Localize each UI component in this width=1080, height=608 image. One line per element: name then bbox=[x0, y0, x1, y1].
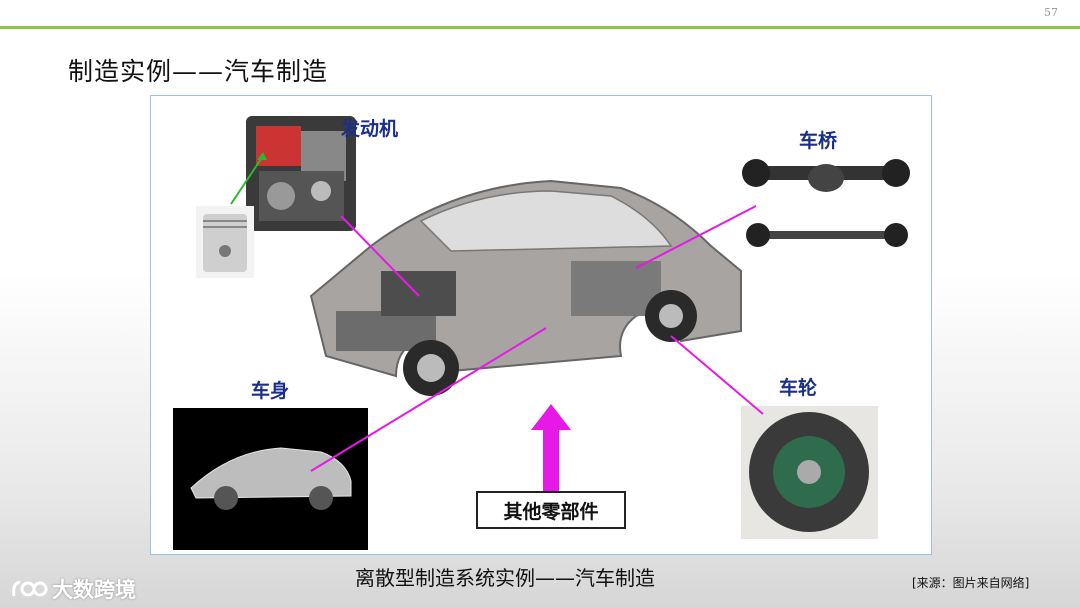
watermark-logo-icon bbox=[10, 578, 48, 600]
watermark-text: 大数跨境 bbox=[52, 574, 136, 604]
car-cutaway-image bbox=[311, 181, 741, 396]
up-arrow bbox=[531, 404, 571, 491]
engine-image bbox=[246, 116, 356, 231]
watermark: 大数跨境 bbox=[10, 574, 136, 604]
slide-top-line bbox=[0, 26, 1080, 29]
body-image bbox=[173, 408, 368, 550]
axle-image-2 bbox=[746, 223, 908, 247]
wheel-pointer bbox=[671, 336, 763, 414]
axle-image-1 bbox=[742, 159, 910, 192]
engine-label: 发动机 bbox=[341, 114, 398, 141]
figure-caption: 离散型制造系统实例——汽车制造 bbox=[355, 562, 655, 591]
slide-title: 制造实例——汽车制造 bbox=[68, 52, 328, 88]
page-number: 57 bbox=[1044, 6, 1058, 19]
wheel-label: 车轮 bbox=[779, 373, 817, 400]
piston-image bbox=[196, 206, 254, 278]
axle-label: 车桥 bbox=[799, 126, 837, 153]
body-label: 车身 bbox=[251, 376, 289, 403]
source-note: [来源：图片来自网络] bbox=[912, 574, 1029, 591]
wheel-image bbox=[741, 406, 878, 539]
illustration-panel: 发动机 车桥 车身 车轮 其他零部件 bbox=[150, 95, 932, 555]
car-parts-illustration bbox=[151, 96, 931, 554]
other-parts-box: 其他零部件 bbox=[476, 491, 626, 529]
